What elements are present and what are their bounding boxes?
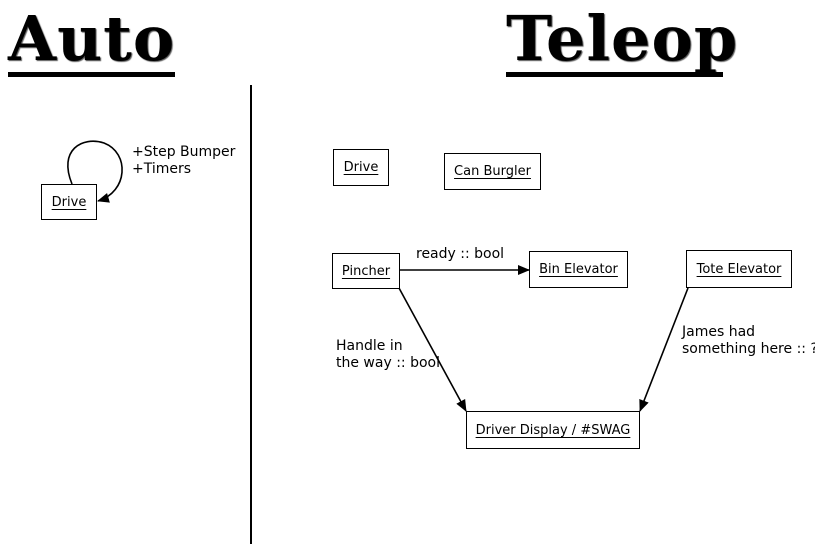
tote-elevator-label: Tote Elevator xyxy=(696,261,782,277)
pincher-label: Pincher xyxy=(341,263,391,279)
teleop-drive-label: Drive xyxy=(343,160,379,175)
section-divider xyxy=(250,85,252,544)
bin-elevator-box: Bin Elevator xyxy=(529,251,628,288)
tote-to-display-edge-label-line2: something here :: ? xyxy=(682,341,815,357)
teleop-heading: Teleop xyxy=(506,2,739,75)
auto-drive-label: Drive xyxy=(51,194,87,210)
teleop-drive-box: Drive xyxy=(333,149,389,186)
auto-heading-underline xyxy=(8,72,175,77)
can-burgler-box: Can Burgler xyxy=(444,153,541,190)
pincher-to-bin-edge-label: ready :: bool xyxy=(416,246,505,262)
teleop-heading-underline xyxy=(506,72,723,77)
auto-heading: Auto xyxy=(8,2,176,75)
driver-display-box: Driver Display / #SWAG xyxy=(466,411,640,449)
can-burgler-label: Can Burgler xyxy=(454,164,531,179)
auto-drive-box: Drive xyxy=(41,184,97,220)
driver-display-label: Driver Display / #SWAG xyxy=(475,422,631,438)
pincher-to-display-edge-label-line2: the way :: bool xyxy=(336,355,440,371)
bin-elevator-label: Bin Elevator xyxy=(539,262,618,277)
auto-drive-self-loop-arrow xyxy=(67,140,123,203)
tote-elevator-box: Tote Elevator xyxy=(686,250,792,288)
pincher-to-driver-display-arrow xyxy=(398,287,467,412)
auto-loop-label-line1: +Step Bumper xyxy=(132,144,236,160)
tote-elevator-to-driver-display-arrow xyxy=(639,287,689,412)
pincher-box: Pincher xyxy=(332,253,400,289)
tote-to-display-edge-label-line1: James had xyxy=(682,324,756,340)
auto-loop-label-line2: +Timers xyxy=(132,161,192,177)
pincher-to-display-edge-label-line1: Handle in xyxy=(336,338,403,354)
